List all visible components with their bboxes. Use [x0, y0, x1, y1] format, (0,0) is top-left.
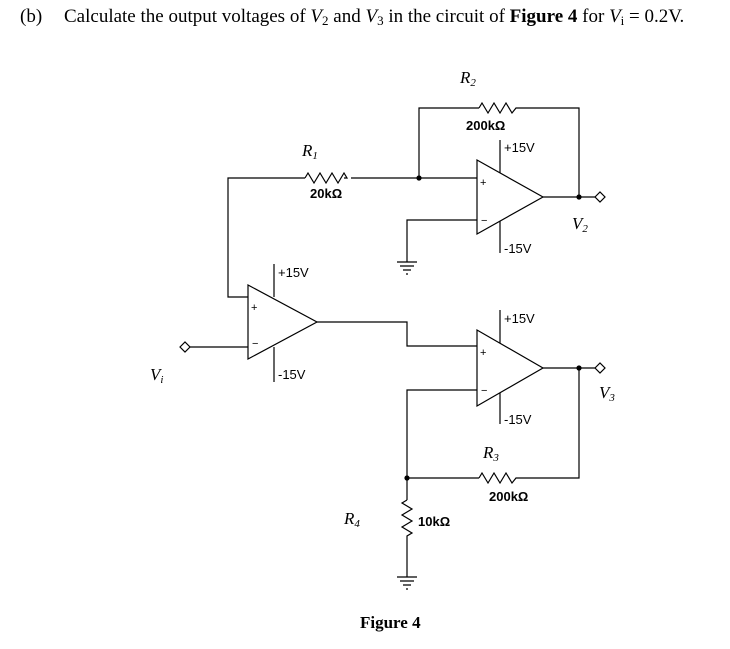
v2-symbol: V — [310, 6, 323, 27]
question-label: (b) — [20, 6, 43, 27]
wire-opamp2-ground — [406, 219, 477, 262]
ground-icon — [397, 261, 417, 275]
r2-value: 200kΩ — [466, 118, 505, 133]
v3-label: V3 — [599, 383, 615, 404]
question-condition: = 0.2V. — [624, 6, 685, 27]
opamp2-pos-supply: +15V — [504, 140, 535, 155]
wire-r3-right — [519, 368, 580, 479]
opamp2-plus-sign: + — [480, 177, 486, 189]
wire-opamp1-to-opamp3 — [317, 321, 477, 347]
r2-name: R2 — [459, 68, 476, 89]
wires — [186, 107, 595, 577]
v2-terminal — [594, 191, 606, 203]
opamp3-triangle — [476, 328, 545, 408]
question-text: (b)Calculate the output voltages of V2 a… — [20, 6, 725, 29]
wire-opamp1-to-r1 — [227, 177, 305, 298]
ground-icon — [397, 576, 417, 590]
v3-subscript: 3 — [377, 13, 384, 28]
r3-value: 200kΩ — [489, 489, 528, 504]
opamp1-minus-sign: − — [252, 338, 258, 350]
v2-label: V2 — [572, 214, 588, 235]
wire-r2-right — [519, 107, 580, 197]
opamp1-pos-supply: +15V — [278, 265, 309, 280]
r4-resistor-icon — [400, 499, 414, 540]
question-for: for — [577, 6, 610, 27]
vi-terminal — [179, 341, 191, 353]
question-middle: in the circuit of — [383, 6, 510, 27]
v2-subscript: 2 — [322, 13, 329, 28]
r4-value: 10kΩ — [418, 514, 450, 529]
figure-reference: Figure 4 — [509, 6, 578, 27]
opamp3-neg-supply: -15V — [504, 412, 532, 427]
junction-v2 — [576, 194, 582, 200]
r1-value: 20kΩ — [310, 186, 342, 201]
r1-resistor-icon — [304, 171, 349, 185]
r4-name: R4 — [343, 509, 360, 530]
r3-resistor-icon — [478, 471, 519, 485]
r1-name: R1 — [301, 141, 318, 162]
opamp3-pos-supply: +15V — [504, 311, 535, 326]
opamp1-triangle — [247, 283, 319, 361]
v3-symbol: V — [365, 6, 378, 27]
opamp1-plus-sign: + — [251, 302, 257, 314]
junction-r3-r4 — [404, 475, 410, 481]
opamp2-triangle — [476, 158, 545, 236]
question-text-before: Calculate the output voltages of — [64, 6, 311, 27]
opamp2-neg-supply: -15V — [504, 241, 532, 256]
vi-symbol: V — [609, 6, 621, 27]
opamp2-minus-sign: − — [481, 215, 487, 227]
junction-r1-r2 — [416, 175, 422, 181]
wire-opamp3-inverting — [406, 389, 477, 478]
wire-r2-left — [418, 107, 479, 178]
v3-terminal — [594, 362, 606, 374]
junction-v3 — [576, 365, 582, 371]
figure-caption: Figure 4 — [360, 613, 421, 632]
question-and: and — [328, 6, 366, 27]
r3-name: R3 — [482, 443, 499, 464]
opamp3-minus-sign: − — [481, 385, 487, 397]
opamp3-plus-sign: + — [480, 347, 486, 359]
r2-resistor-icon — [478, 101, 519, 115]
vi-label: Vi — [150, 365, 163, 386]
vi-subscript: i — [620, 13, 625, 28]
opamp1-neg-supply: -15V — [278, 367, 306, 382]
